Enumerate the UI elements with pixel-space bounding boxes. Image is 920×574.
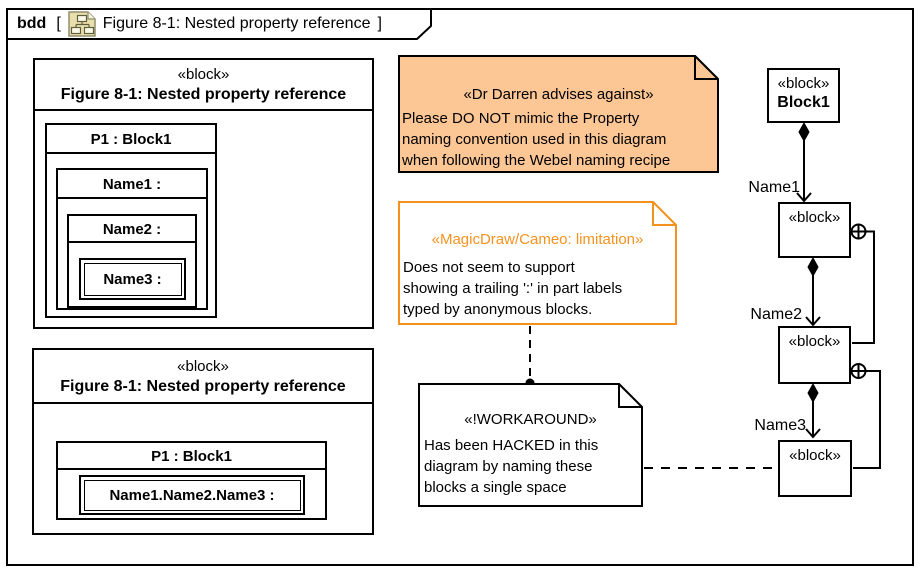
chain-block1[interactable]: «block» Block1	[767, 68, 840, 123]
block-nested-stereotype: «block»	[177, 66, 230, 83]
edge-label-name3[interactable]: Name3	[754, 417, 806, 434]
note-workaround-shape	[418, 383, 643, 507]
block-flat-header: «block» Figure 8-1: Nested property refe…	[34, 350, 372, 404]
part-path-label: Name1.Name2.Name3 :	[83, 479, 301, 511]
note-advice-shape	[398, 55, 719, 173]
note-workaround[interactable]: «!WORKAROUND» Has been HACKED in this di…	[418, 383, 643, 507]
note-advice-body: Please DO NOT mimic the Property naming …	[398, 108, 719, 171]
diagram-frame	[6, 8, 914, 566]
part-p1-nested-label: P1 : Block1	[47, 125, 215, 154]
note-advice[interactable]: «Dr Darren advises against» Please DO NO…	[398, 55, 719, 173]
tab-title: Figure 8-1: Nested property reference	[102, 14, 371, 32]
chain-anon-block-3-stereotype: «block»	[789, 447, 841, 464]
note-workaround-body: Has been HACKED in this diagram by namin…	[418, 435, 643, 498]
chain-anon-block-1-stereotype: «block»	[788, 209, 841, 226]
note-fold-corner	[694, 55, 719, 80]
block-nested-header: «block» Figure 8-1: Nested property refe…	[35, 60, 372, 111]
note-workaround-line: diagram by naming these	[424, 458, 593, 475]
note-limitation-body: Does not seem to support showing a trail…	[398, 257, 677, 320]
note-limitation-line: Does not seem to support	[403, 259, 575, 276]
note-workaround-line: Has been HACKED in this	[424, 437, 599, 454]
part-name3[interactable]: Name3 :	[79, 258, 186, 300]
note-advice-line: when following the Webel naming recipe	[402, 152, 671, 169]
bdd-diagram-icon	[68, 10, 96, 37]
note-advice-stereotype: «Dr Darren advises against»	[463, 86, 654, 103]
diagram-tab-shape[interactable]	[6, 8, 435, 41]
chain-anon-block-1[interactable]: «block»	[778, 202, 851, 258]
note-workaround-stereotype: «!WORKAROUND»	[464, 411, 597, 428]
part-p1-flat-label: P1 : Block1	[58, 443, 325, 470]
note-advice-line: naming convention used in this diagram	[402, 131, 667, 148]
chain-block1-name: Block1	[777, 94, 830, 111]
block-flat-name: Figure 8-1: Nested property reference	[60, 378, 346, 395]
chain-anon-block-3[interactable]: «block»	[778, 440, 852, 497]
edge-label-name1[interactable]: Name1	[748, 179, 800, 196]
part-name2-label: Name2 :	[69, 216, 195, 243]
tab-open-bracket: [	[56, 14, 61, 32]
chain-anon-block-2[interactable]: «block»	[778, 326, 851, 384]
note-limitation-line: showing a trailing ':' in part labels	[403, 280, 623, 297]
note-advice-line: Please DO NOT mimic the Property	[402, 110, 640, 127]
tab-keyword: bdd	[17, 14, 47, 32]
diagram-tab[interactable]: bdd [ Figure 8-1: Nested property refere…	[6, 8, 426, 39]
note-limitation-stereotype: «MagicDraw/Cameo: limitation»	[431, 231, 644, 248]
note-workaround-line: blocks a single space	[424, 479, 567, 496]
note-limitation-line: typed by anonymous blocks.	[403, 301, 593, 318]
note-limitation[interactable]: «MagicDraw/Cameo: limitation» Does not s…	[398, 201, 677, 325]
tab-close-bracket: ]	[377, 14, 382, 32]
edge-label-name2[interactable]: Name2	[750, 306, 802, 323]
chain-block1-stereotype: «block»	[777, 75, 830, 92]
chain-anon-block-2-stereotype: «block»	[788, 333, 841, 350]
part-name1-label: Name1 :	[58, 170, 206, 199]
note-fold-corner	[652, 201, 677, 226]
part-path[interactable]: Name1.Name2.Name3 :	[79, 475, 305, 515]
block-nested-name: Figure 8-1: Nested property reference	[60, 86, 347, 103]
note-fold-corner	[618, 383, 643, 408]
block-flat-stereotype: «block»	[177, 358, 229, 375]
part-name3-label: Name3 :	[83, 262, 182, 296]
note-limitation-shape	[398, 201, 677, 325]
